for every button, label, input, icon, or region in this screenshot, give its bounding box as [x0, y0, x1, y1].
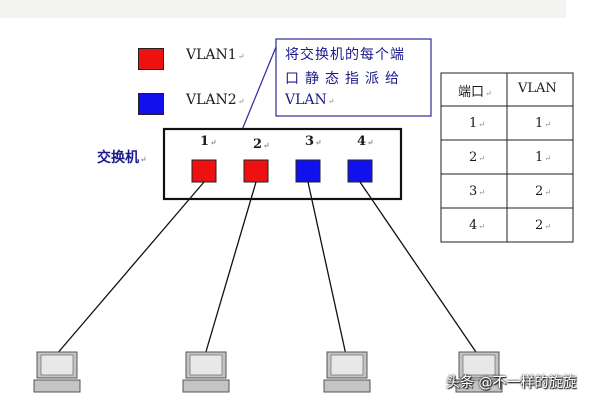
computer-1: [33, 351, 81, 393]
callout-line-3: VLAN↵: [285, 92, 335, 108]
table-cell-r2-port: 2↵: [469, 150, 485, 165]
table-cell-r1-port: 1↵: [469, 116, 485, 131]
computer-4: [455, 351, 503, 393]
legend-swatch-vlan1: [138, 48, 164, 70]
callout-line-2: 口静态指派给: [285, 71, 405, 87]
computer-2: [182, 351, 230, 393]
port-number-2: 2↵: [253, 137, 270, 152]
table-header-port: 端口↵: [458, 85, 492, 100]
callout-line-1: 将交换机的每个端: [285, 47, 405, 63]
table-cell-r1-vlan: 1↵: [535, 116, 551, 131]
port-2: [243, 159, 269, 183]
table-cell-r2-vlan: 1↵: [535, 150, 551, 165]
cable-port-1: [55, 181, 205, 356]
port-1: [191, 159, 217, 183]
table-cell-r4-port: 4↵: [469, 218, 485, 233]
switch-label: 交换机↵: [97, 150, 147, 166]
vlan-table-grid: [440, 72, 574, 243]
legend-label-vlan1: VLAN1↵: [186, 47, 245, 63]
callout-pointer: [241, 46, 277, 131]
cable-port-3: [307, 181, 347, 356]
port-number-4: 4↵: [357, 134, 374, 149]
table-cell-r3-port: 3↵: [469, 184, 485, 199]
port-number-1: 1↵: [200, 134, 217, 149]
table-cell-r4-vlan: 2↵: [535, 218, 551, 233]
port-3: [295, 159, 321, 183]
cable-port-4: [359, 181, 479, 356]
callout-box: [275, 38, 432, 117]
port-4: [347, 159, 373, 183]
legend-swatch-vlan2: [138, 93, 164, 115]
watermark: 头条 @不一样的旋旋: [446, 375, 577, 391]
table-cell-r3-vlan: 2↵: [535, 184, 551, 199]
table-header-vlan: VLAN: [518, 81, 557, 96]
computer-3: [323, 351, 371, 393]
port-number-3: 3↵: [305, 134, 322, 149]
cable-port-2: [204, 181, 257, 356]
top-bar: [0, 0, 566, 18]
legend-label-vlan2: VLAN2↵: [186, 92, 245, 108]
